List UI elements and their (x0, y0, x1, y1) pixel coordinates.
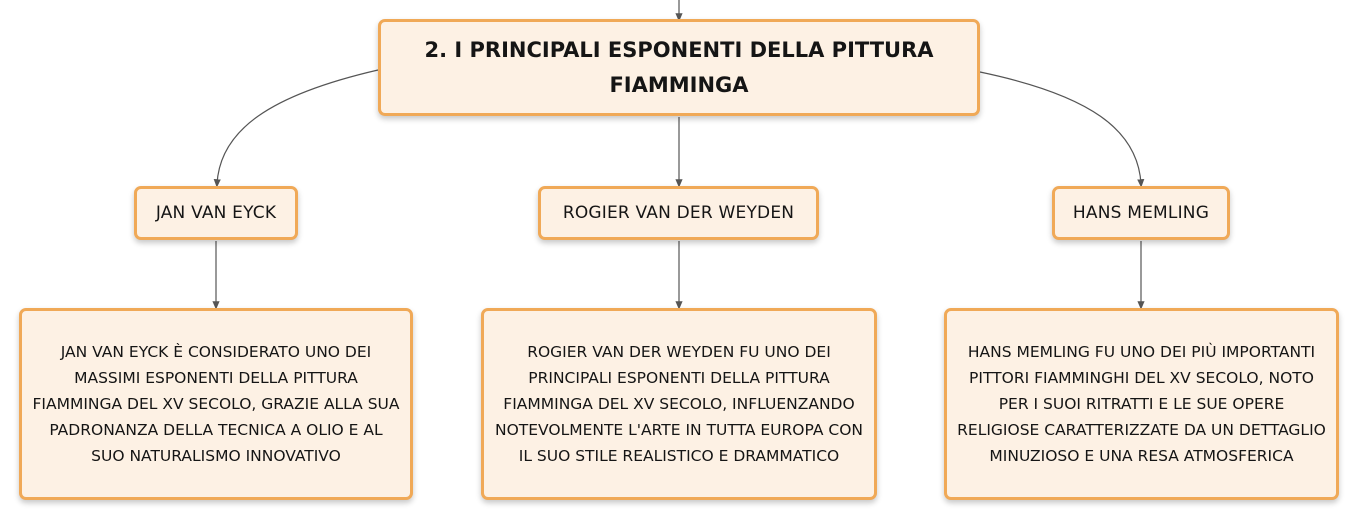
branch-node-hans-memling[interactable]: HANS MEMLING (1052, 186, 1230, 240)
root-node[interactable]: 2. I PRINCIPALI ESPONENTI DELLA PITTURA … (378, 19, 980, 116)
description-text: JAN VAN EYCK È CONSIDERATO UNO DEI MASSI… (32, 343, 400, 465)
connector-root-to-jan-van-eyck (213, 69, 379, 188)
description-node-jan-van-eyck[interactable]: JAN VAN EYCK È CONSIDERATO UNO DEI MASSI… (19, 308, 413, 500)
branch-node-label: JAN VAN EYCK (155, 203, 277, 223)
connector-root-to-hans-memling (979, 71, 1145, 188)
branch-node-label: ROGIER VAN DER WEYDEN (562, 203, 795, 223)
branch-node-jan-van-eyck[interactable]: JAN VAN EYCK (134, 186, 298, 240)
description-text: ROGIER VAN DER WEYDEN FU UNO DEI PRINCIP… (494, 343, 863, 465)
description-node-hans-memling[interactable]: HANS MEMLING FU UNO DEI PIÙ IMPORTANTI P… (944, 308, 1339, 500)
description-text: HANS MEMLING FU UNO DEI PIÙ IMPORTANTI P… (957, 343, 1326, 465)
branch-node-label: HANS MEMLING (1072, 203, 1210, 223)
branch-node-rogier-van-der-weyden[interactable]: ROGIER VAN DER WEYDEN (538, 186, 819, 240)
description-node-rogier-van-der-weyden[interactable]: ROGIER VAN DER WEYDEN FU UNO DEI PRINCIP… (481, 308, 877, 500)
root-node-title: 2. I PRINCIPALI ESPONENTI DELLA PITTURA … (424, 37, 934, 97)
